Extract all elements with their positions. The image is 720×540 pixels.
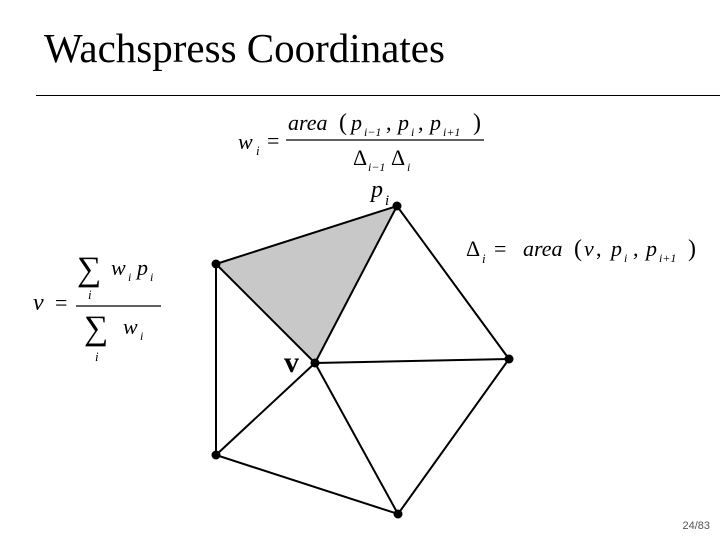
denominator-sub-prev: i−1: [368, 160, 385, 174]
delta-open-paren: (: [574, 236, 582, 262]
weight-lhs-subscript: i: [256, 143, 260, 158]
spoke-to-bottom-vertex: [314, 362, 399, 515]
denominator-delta-cur: Δ: [391, 145, 405, 170]
spoke-to-p-i: [314, 205, 398, 364]
spoke-to-p-prev: [215, 263, 316, 364]
combination-lhs: v: [33, 290, 44, 316]
combination-numerator: ∑ i w i p i: [77, 251, 153, 302]
center-label-v: v: [284, 346, 299, 379]
weight-lhs: w: [238, 129, 253, 154]
denominator-delta-prev: Δ: [353, 145, 367, 170]
delta-p-next: p: [644, 236, 657, 261]
denominator-sum-index: i: [95, 349, 99, 364]
numerator-close-paren: ): [473, 110, 481, 136]
numerator-sub-cur: i: [411, 125, 414, 139]
vertex-label-subscript: i: [385, 193, 389, 209]
delta-comma-2: ,: [633, 236, 639, 261]
weight-equals: =: [267, 128, 279, 153]
shaded-triangle: [216, 206, 397, 363]
vertex-bottom: [393, 509, 403, 519]
numerator-comma-2: ,: [418, 110, 424, 135]
spoke-to-p-next: [314, 358, 510, 364]
page-number: 24/83: [682, 520, 710, 532]
delta-area: area: [523, 236, 563, 261]
numerator-p: p: [135, 255, 148, 280]
vertex-label-p: p: [369, 177, 383, 203]
vertex-p-i: [392, 201, 402, 211]
delta-close-paren: ): [688, 236, 696, 262]
weight-formula: w i = area ( p i−1 , p i , p i+1 ) Δ i−1…: [238, 110, 484, 174]
denominator-w-sub: i: [140, 329, 143, 343]
delta-sub-cur: i: [624, 251, 627, 265]
delta-sub-next: i+1: [659, 251, 676, 265]
delta-p-cur: p: [609, 236, 622, 261]
delta-definition-formula: Δ i = area ( v , p i , p i+1 ): [466, 236, 696, 266]
spoke-to-bottom-left-vertex: [215, 362, 316, 456]
numerator-sum-symbol: ∑: [77, 251, 101, 288]
denominator-sum-symbol: ∑: [84, 310, 108, 347]
denominator-w: w: [123, 314, 138, 339]
numerator-sub-prev: i−1: [364, 125, 381, 139]
vertex-bottom-left: [211, 450, 221, 460]
slide-title: Wachspress Coordinates: [44, 25, 445, 71]
numerator-w: w: [111, 255, 126, 280]
combination-formula: v = ∑ i w i p i ∑ i w i: [33, 251, 161, 364]
numerator-sum-index: i: [88, 287, 92, 302]
denominator-sub-cur: i: [407, 160, 410, 174]
delta-comma-1: ,: [596, 236, 602, 261]
numerator-open-paren: (: [339, 110, 347, 136]
vertex-p-next: [504, 354, 514, 364]
combination-denominator: ∑ i w i: [84, 310, 143, 364]
pentagon-diagram: p i v: [211, 177, 514, 519]
numerator-sub-next: i+1: [443, 125, 460, 139]
delta-lhs: Δ: [466, 236, 480, 261]
pentagon-outline: [215, 204, 511, 516]
vertex-p-prev: [211, 259, 221, 269]
numerator-comma-1: ,: [386, 110, 392, 135]
numerator-p-cur: p: [396, 110, 409, 135]
numerator-p-prev: p: [349, 110, 362, 135]
combination-equals: =: [55, 290, 67, 315]
center-point-v: [310, 358, 320, 368]
delta-v: v: [584, 236, 594, 261]
weight-numerator: area ( p i−1 , p i , p i+1 ): [288, 110, 481, 139]
title-divider: [36, 95, 720, 96]
delta-equals: =: [494, 236, 506, 261]
numerator-w-sub: i: [128, 270, 131, 284]
numerator-p-sub: i: [150, 270, 153, 284]
delta-lhs-subscript: i: [482, 251, 486, 266]
numerator-p-next: p: [428, 110, 441, 135]
numerator-area: area: [288, 110, 328, 135]
weight-denominator: Δ i−1 Δ i: [353, 145, 410, 174]
